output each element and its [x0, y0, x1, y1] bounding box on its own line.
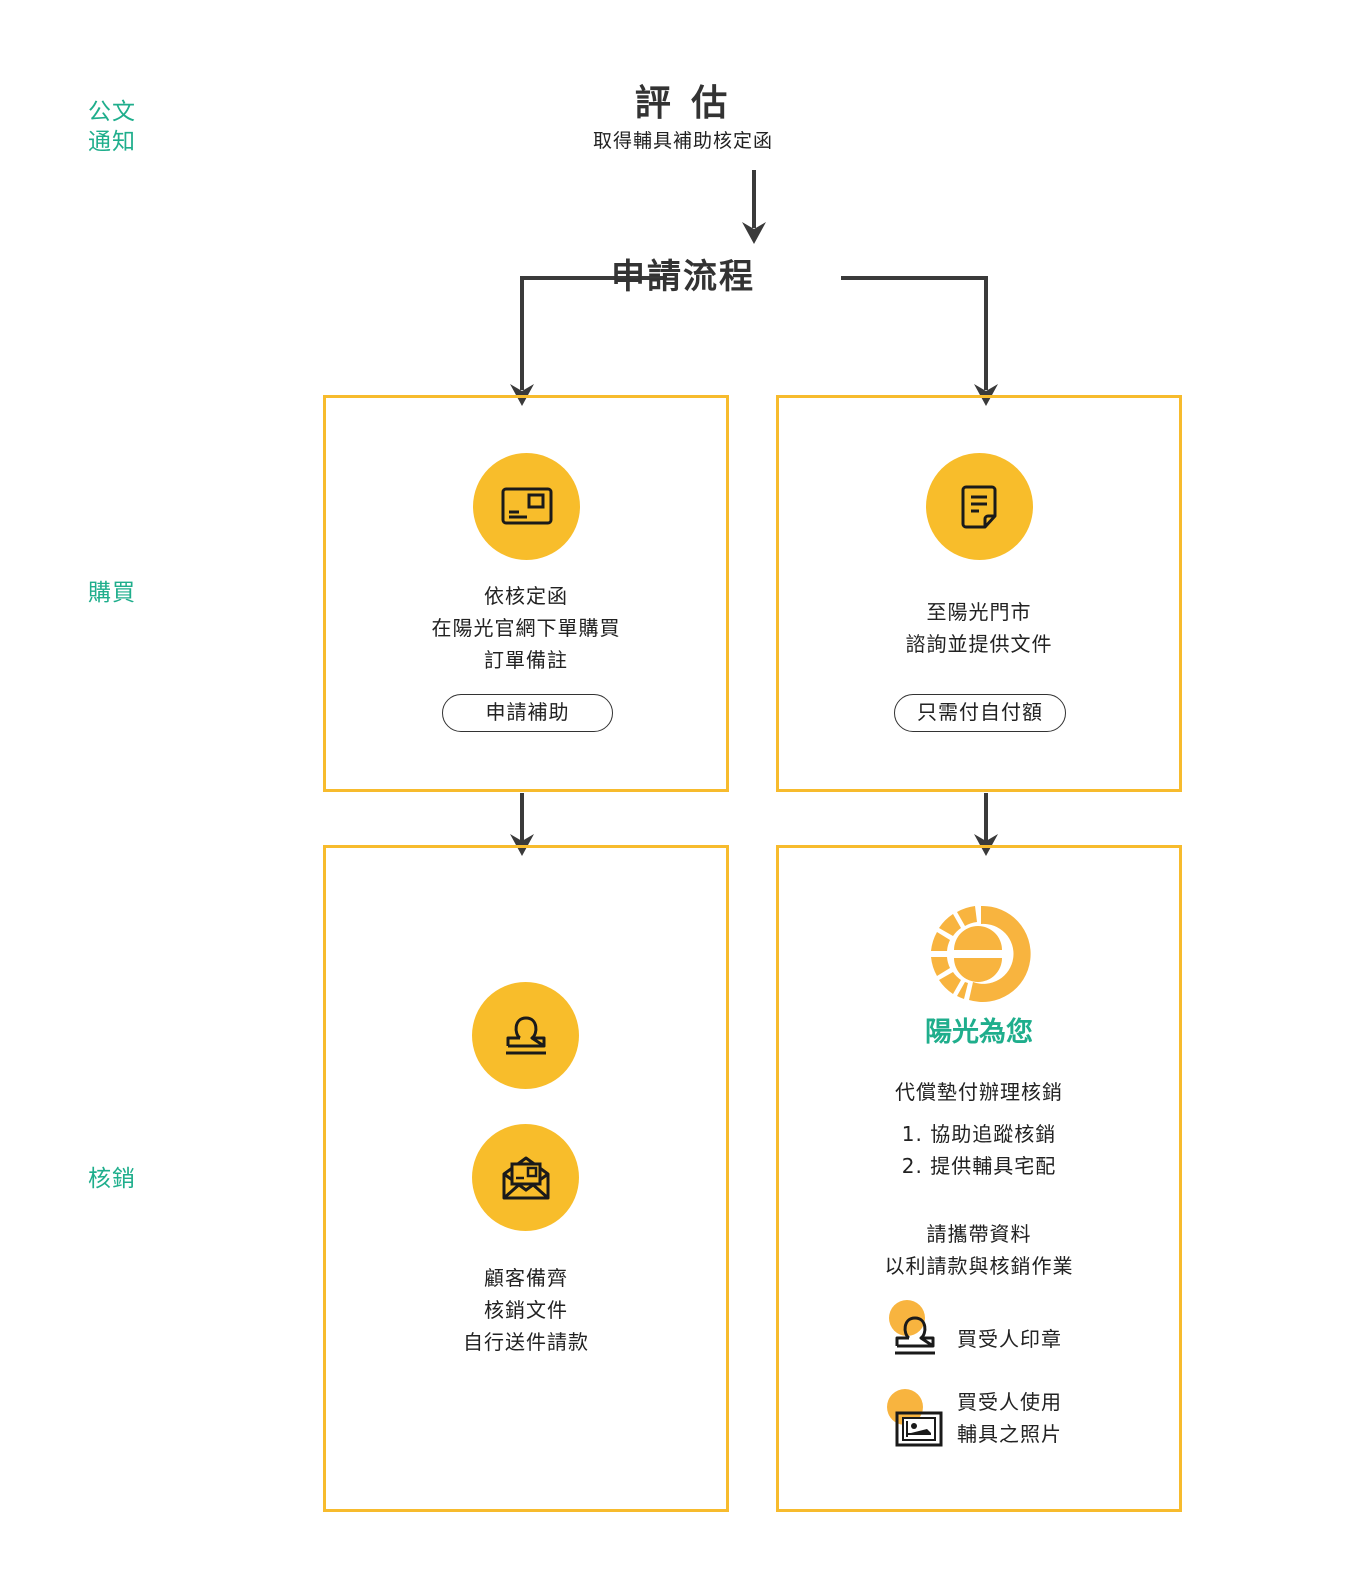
requirement-photo: 買受人使用 輔具之照片 — [885, 1386, 1062, 1450]
sunshine-logo-icon — [931, 905, 1031, 1002]
icon-circle — [473, 453, 580, 560]
apply-subsidy-button[interactable]: 申請補助 — [442, 694, 613, 732]
arrowhead-1 — [742, 222, 766, 244]
step-item: 2. 提供輔具宅配 — [901, 1154, 1057, 1178]
writeoff-steps: 1. 協助追蹤核銷 2. 提供輔具宅配 — [779, 1118, 1179, 1182]
text-line: 請攜帶資料 — [926, 1222, 1032, 1246]
requirement-stamp: 買受人印章 — [885, 1300, 1062, 1362]
side-label-notice-line1: 公文 — [88, 99, 136, 125]
step-item: 1. 協助追蹤核銷 — [901, 1122, 1057, 1146]
text-line: 自行送件請款 — [463, 1330, 589, 1354]
side-label-notice: 公文 通知 — [88, 97, 136, 157]
self-writeoff-text: 顧客備齊 核銷文件 自行送件請款 — [326, 1262, 726, 1358]
icon-circle — [472, 982, 579, 1089]
text-line: 輔具之照片 — [957, 1422, 1062, 1446]
evaluation-subtitle: 取得輔具補助核定函 — [592, 130, 773, 152]
requirement-text: 買受人印章 — [957, 1323, 1062, 1355]
icon-circle — [926, 453, 1033, 560]
postcard-icon — [501, 487, 552, 524]
text-line: 買受人使用 — [957, 1390, 1062, 1414]
box-online-purchase: 依核定函 在陽光官網下單購買 訂單備註 申請補助 — [323, 395, 729, 792]
text-line: 核銷文件 — [484, 1298, 568, 1322]
text-line: 至陽光門市 — [926, 600, 1032, 624]
side-label-purchase: 購買 — [88, 580, 136, 606]
text-line: 買受人印章 — [957, 1327, 1062, 1351]
evaluation-title: 評 估 — [634, 82, 732, 124]
box-sunshine-writeoff: 陽光為您 代償墊付辦理核銷 1. 協助追蹤核銷 2. 提供輔具宅配 請攜帶資料 … — [776, 845, 1182, 1512]
requirement-icon — [885, 1387, 947, 1449]
requirement-icon — [885, 1300, 947, 1362]
text-line: 顧客備齊 — [484, 1266, 568, 1290]
box-store-purchase: 至陽光門市 諮詢並提供文件 只需付自付額 — [776, 395, 1182, 792]
writeoff-intro: 代償墊付辦理核銷 — [895, 1080, 1063, 1104]
document-icon — [961, 485, 996, 528]
text-line: 諮詢並提供文件 — [905, 632, 1053, 656]
store-purchase-text: 至陽光門市 諮詢並提供文件 — [779, 596, 1179, 660]
side-label-writeoff: 核銷 — [88, 1166, 136, 1192]
copay-only-button[interactable]: 只需付自付額 — [894, 694, 1066, 732]
box-self-writeoff: 顧客備齊 核銷文件 自行送件請款 — [323, 845, 729, 1512]
side-label-notice-line2: 通知 — [88, 129, 136, 155]
mail-open-icon — [502, 1156, 549, 1199]
text-line: 在陽光官網下單購買 — [431, 616, 621, 640]
text-line: 依核定函 — [484, 584, 568, 608]
stamp-icon — [889, 1300, 935, 1355]
online-purchase-text: 依核定函 在陽光官網下單購買 訂單備註 — [326, 580, 726, 676]
text-line: 訂單備註 — [484, 648, 568, 672]
requirement-text: 買受人使用 輔具之照片 — [957, 1386, 1062, 1450]
bring-documents-text: 請攜帶資料 以利請款與核銷作業 — [779, 1218, 1179, 1282]
text-line: 以利請款與核銷作業 — [884, 1254, 1074, 1278]
brand-name: 陽光為您 — [925, 1017, 1033, 1048]
stamp-icon — [505, 1015, 546, 1054]
process-title: 申請流程 — [611, 257, 755, 297]
photo-icon — [887, 1389, 943, 1447]
icon-circle — [472, 1124, 579, 1231]
